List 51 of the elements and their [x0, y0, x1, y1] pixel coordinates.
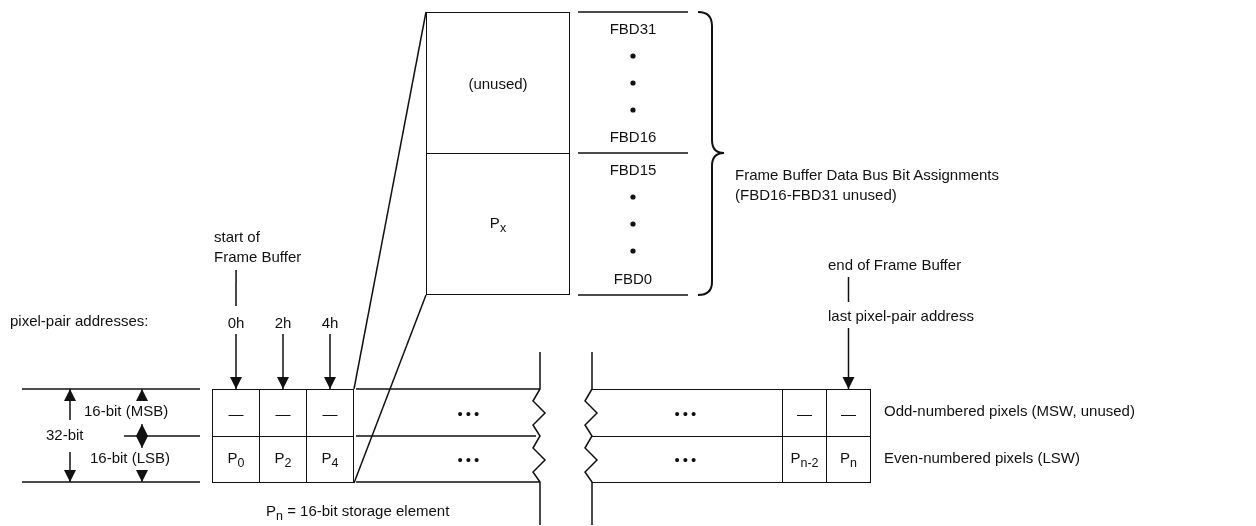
dimension-label: 32-bit	[46, 426, 84, 443]
memory-cell	[212, 436, 260, 483]
ellipsis-text: •••	[674, 451, 700, 468]
ellipsis-text: •••	[457, 451, 483, 468]
ellipsis-text: •••	[457, 404, 483, 422]
connector-line	[353, 11, 427, 390]
connector-line	[847, 276, 850, 303]
bit-name: FBD15	[609, 161, 657, 178]
arrow	[230, 333, 242, 390]
pixel-text: —	[228, 404, 244, 422]
note-text: (FBD16-FBD31 unused)	[735, 186, 897, 203]
annotation-text: last pixel-pair address	[828, 306, 974, 326]
pixel-text: —	[275, 404, 291, 422]
pixel-text: P$_{n-2}$	[790, 449, 819, 470]
dimension-label: 16-bit (MSB)	[84, 402, 169, 419]
address-text: 2h	[274, 313, 292, 331]
memory-cell	[826, 389, 871, 437]
bit-name: FBD0	[613, 270, 653, 287]
note-text: Frame Buffer Data Bus Bit Assignments	[735, 166, 999, 183]
row-label: pixel-pair addresses:	[10, 312, 149, 329]
row-label: Even-numbered pixels (LSW)	[884, 449, 1080, 466]
connector-line	[353, 294, 427, 484]
memory-cell	[306, 436, 354, 483]
row-label: Odd-numbered pixels (MSW, unused)	[884, 402, 1135, 419]
pixel-text: —	[797, 404, 812, 422]
cell-text: P$_{x}$	[489, 213, 507, 235]
pixel-text: —	[841, 404, 856, 422]
bit-name: FBD31	[609, 20, 657, 37]
memory-cell	[826, 436, 871, 483]
expanded-cell	[426, 12, 570, 154]
address-text: 4h	[321, 313, 339, 331]
bit-name: FBD16	[609, 128, 657, 145]
annotation-text: end of Frame Buffer	[828, 255, 962, 275]
address-text: 0h	[227, 313, 245, 331]
memory-cell	[212, 389, 260, 437]
note-text: P$_{n}$ = 16-bit storage element	[266, 502, 450, 523]
pixel-text: —	[322, 404, 338, 422]
pixel-text: P$_{0}$	[227, 449, 245, 470]
memory-cell	[306, 389, 354, 437]
pixel-text: P$_{n}$	[840, 449, 857, 470]
connector-line	[235, 269, 237, 307]
arrow	[842, 327, 855, 390]
pixel-text: P$_{2}$	[274, 449, 292, 470]
arrow	[324, 333, 336, 390]
ellipsis-text: •••	[674, 404, 700, 422]
dimension-label: 16-bit (LSB)	[90, 449, 171, 466]
cell-text: (unused)	[468, 74, 528, 92]
expanded-cell	[426, 153, 570, 295]
annotation-text: start of Frame Buffer	[214, 227, 303, 267]
pixel-text: P$_{4}$	[321, 449, 339, 470]
arrow	[277, 333, 289, 390]
